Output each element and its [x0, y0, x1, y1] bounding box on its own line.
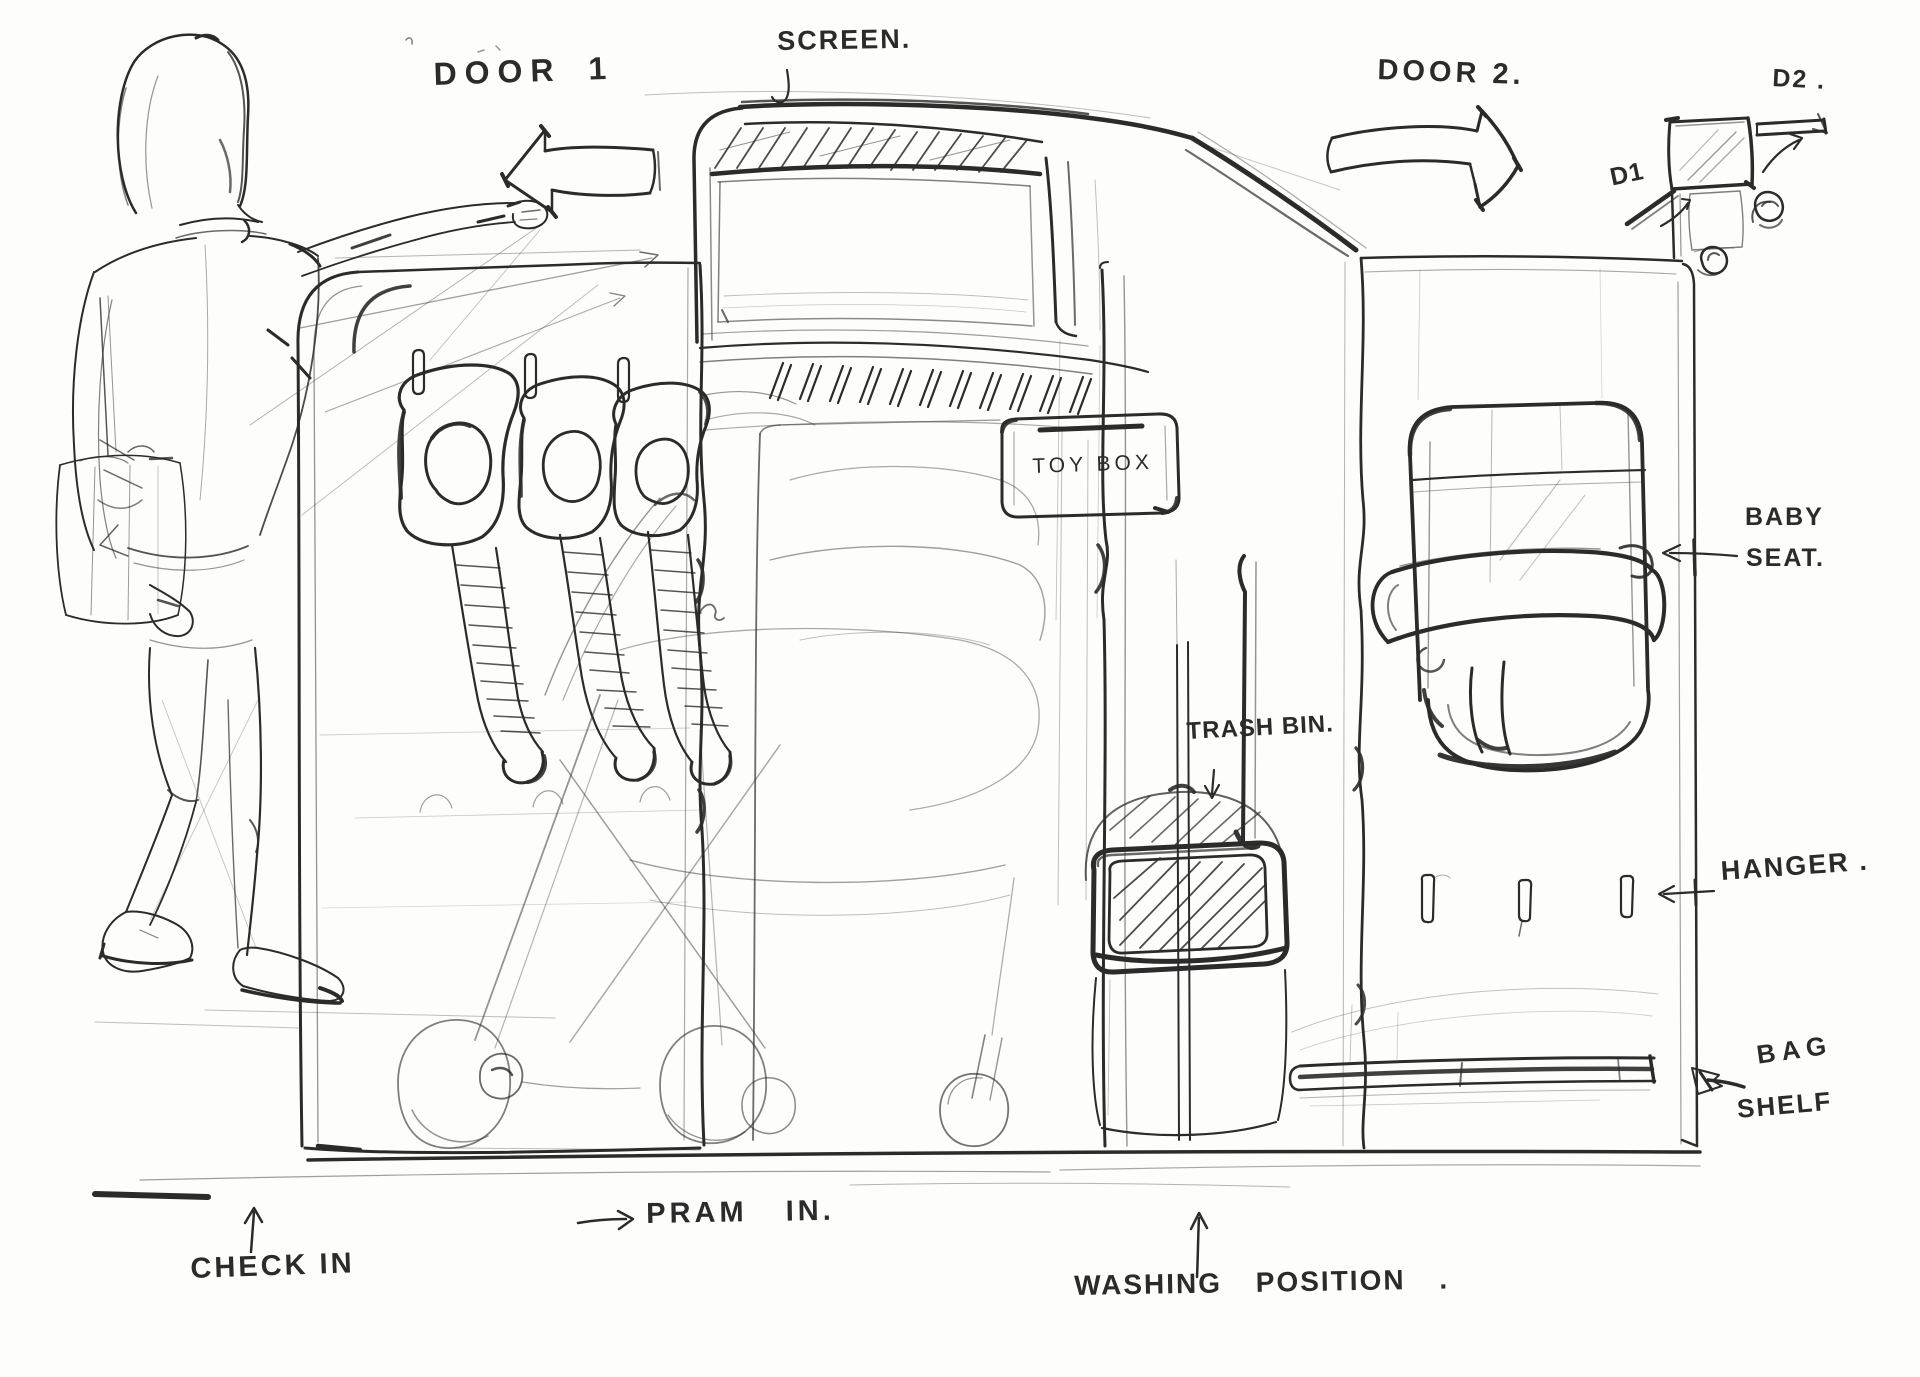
- hanger-arrow: [1657, 884, 1716, 904]
- bag-shelf: [1288, 987, 1659, 1107]
- baby-seat: [1370, 400, 1667, 773]
- spray-handles: [397, 363, 733, 786]
- person-figure: [55, 33, 549, 1005]
- label-check-in: CHECK IN: [189, 1247, 356, 1285]
- plan-view-inset: [1624, 113, 1828, 277]
- toy-box: [1000, 339, 1181, 621]
- pram-in-arrow: [576, 1209, 635, 1231]
- label-door1: DOOR 1: [432, 49, 615, 92]
- label-door2: DOOR 2.: [1376, 54, 1526, 92]
- hanger-slots: [1420, 873, 1635, 937]
- door2-panel: [1342, 255, 1699, 1150]
- label-baby-seat-line1: BABY: [1745, 503, 1824, 531]
- check-in-arrow: [243, 1206, 264, 1254]
- washing-position-arrow: [1189, 1211, 1209, 1279]
- bag-shelf-arrow: [1691, 1067, 1746, 1095]
- trash-bin: [1084, 559, 1290, 1141]
- ground-lines: [92, 1009, 1702, 1200]
- screen-pointer-arrow: [770, 68, 790, 104]
- door1-direction-arrow: [500, 124, 661, 219]
- trash-bin-arrow: [1203, 768, 1221, 800]
- label-bag-shelf-line2: SHELF: [1735, 1085, 1834, 1124]
- door2-direction-arrow: [1326, 105, 1523, 212]
- baby-seat-arrow: [1661, 543, 1739, 563]
- label-pram-in: PRAM IN.: [645, 1194, 835, 1230]
- label-screen: SCREEN.: [776, 23, 912, 56]
- pram-sketch: [397, 390, 1046, 1151]
- label-d2: D2 .: [1771, 64, 1827, 95]
- machine-center: [692, 98, 1367, 1148]
- label-baby-seat-line2: SEAT.: [1746, 544, 1825, 572]
- label-washing-position: WASHING POSITION .: [1073, 1263, 1450, 1301]
- label-toy-box: TOY BOX: [1031, 450, 1154, 478]
